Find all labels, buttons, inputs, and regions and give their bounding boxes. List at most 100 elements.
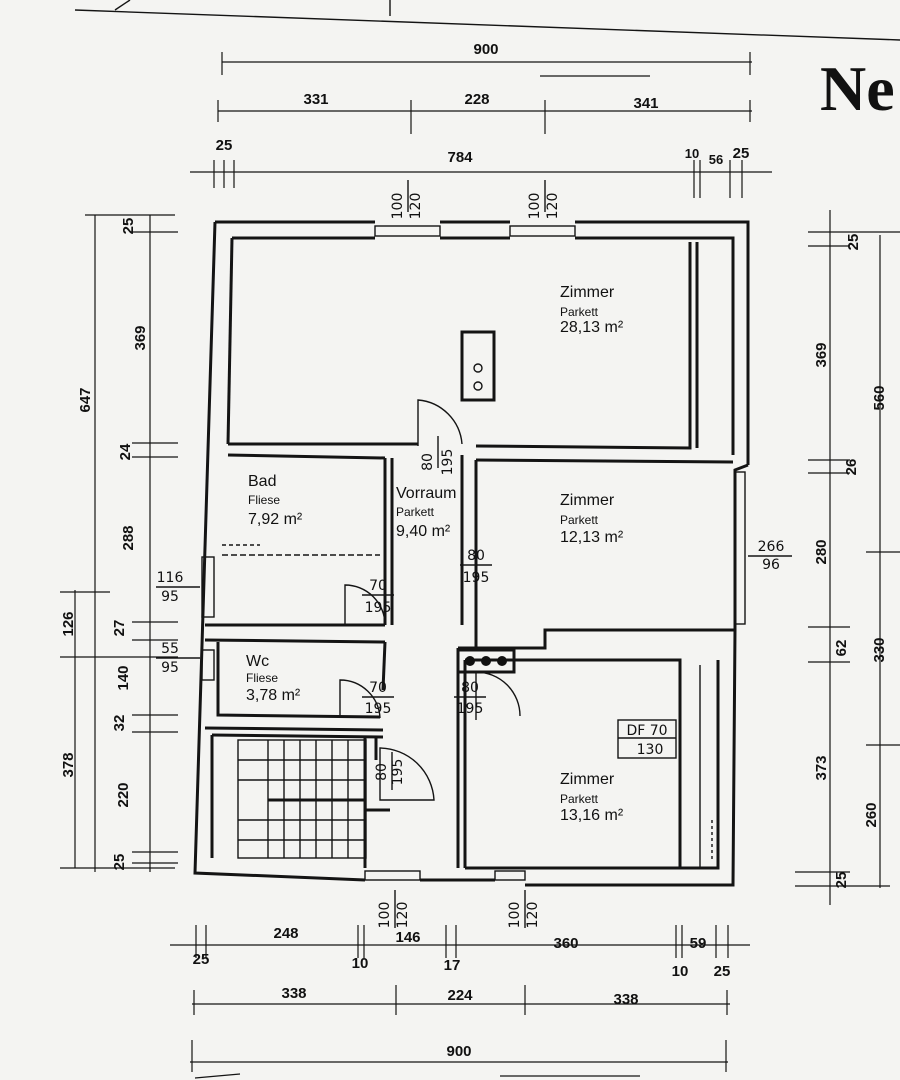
svg-text:195: 195	[365, 600, 392, 616]
window-label-top2: 100 120	[527, 180, 561, 219]
dim-right-25a: 25	[845, 234, 862, 251]
svg-text:100: 100	[527, 193, 543, 220]
window-label-bottom2: 100 120	[507, 890, 541, 928]
svg-text:120: 120	[408, 193, 424, 220]
svg-text:96: 96	[762, 557, 780, 573]
svg-text:195: 195	[463, 570, 490, 586]
svg-text:120: 120	[525, 902, 541, 929]
sheet-border-top	[74, 0, 900, 41]
svg-text:120: 120	[545, 193, 561, 220]
dim-right-260: 260	[863, 802, 880, 827]
svg-text:80: 80	[461, 680, 479, 696]
svg-text:Zimmer: Zimmer	[560, 492, 615, 509]
dim-left-647: 647	[77, 387, 94, 412]
svg-text:Parkett: Parkett	[396, 505, 435, 519]
room-label-bad: Bad Fliese 7,92 m²	[248, 473, 303, 528]
room-label-wc: Wc Fliese 3,78 m²	[246, 653, 301, 704]
dim-top-seg2: 228	[464, 91, 489, 108]
built-in-cabinet	[699, 665, 713, 868]
dim-left-369: 369	[132, 325, 149, 350]
door-label-room2: 80 195	[460, 548, 492, 586]
svg-text:Parkett: Parkett	[560, 305, 599, 319]
window-label-wc: 55 95	[156, 641, 200, 676]
svg-text:Fliese: Fliese	[248, 493, 280, 507]
dim-bottom-59: 59	[690, 935, 707, 952]
dim-bottom-224: 224	[447, 987, 473, 1004]
svg-text:95: 95	[161, 589, 179, 605]
dim-top-left-small: 25	[216, 137, 233, 154]
dim-bottom-338a: 338	[281, 985, 306, 1002]
dim-left-126: 126	[60, 611, 77, 636]
dim-top-inner: 784	[447, 149, 473, 166]
dim-bottom-248: 248	[273, 925, 298, 942]
dim-bottom-10a: 10	[352, 955, 369, 972]
door-label-room1: 80 195	[420, 436, 456, 475]
dim-right-560: 560	[871, 385, 888, 410]
chimney	[460, 330, 496, 402]
svg-text:266: 266	[758, 539, 785, 555]
dim-bottom-146: 146	[395, 929, 420, 946]
dim-left-25b: 25	[111, 854, 128, 871]
dim-right-26: 26	[843, 459, 860, 476]
dim-bottom-17: 17	[444, 957, 461, 974]
dim-left-288: 288	[120, 525, 137, 550]
svg-text:195: 195	[457, 701, 484, 717]
dim-top-seg3: 341	[633, 95, 658, 112]
dim-right-373: 373	[813, 755, 830, 780]
dim-right-330: 330	[871, 637, 888, 662]
svg-text:80: 80	[467, 548, 485, 564]
top-dimension-lines	[190, 52, 772, 198]
dim-top-small-a: 10	[685, 146, 699, 161]
window-label-bad: 116 95	[156, 570, 200, 605]
dim-left-32: 32	[111, 715, 128, 732]
roof-window-label: DF 70 130	[617, 719, 677, 759]
dim-top-total: 900	[473, 41, 498, 58]
dim-left-140: 140	[115, 665, 132, 690]
dim-right-62: 62	[833, 640, 850, 657]
svg-text:195: 195	[365, 701, 392, 717]
svg-text:195: 195	[440, 449, 456, 476]
svg-text:80: 80	[374, 763, 390, 781]
svg-text:Zimmer: Zimmer	[560, 284, 615, 301]
dim-bottom-25b: 25	[714, 963, 731, 980]
svg-text:Fliese: Fliese	[246, 671, 278, 685]
svg-text:28,13 m²: 28,13 m²	[560, 319, 624, 336]
door-label-bad: 70 195	[362, 578, 394, 616]
dim-right-369: 369	[813, 342, 830, 367]
svg-text:70: 70	[369, 578, 387, 594]
dim-left-378: 378	[60, 752, 77, 777]
dim-bottom-total: 900	[446, 1043, 471, 1060]
svg-text:3,78 m²: 3,78 m²	[246, 687, 301, 704]
dim-bottom-10b: 10	[672, 963, 689, 980]
door-label-room3: 80 195	[454, 680, 486, 717]
dim-bottom-25a: 25	[193, 951, 210, 968]
door-label-stair: 80 195	[374, 752, 406, 790]
bottom-dimension-lines	[170, 925, 750, 1079]
svg-text:Zimmer: Zimmer	[560, 771, 615, 788]
radiator-symbols	[456, 648, 516, 674]
left-dimension-lines	[60, 214, 178, 872]
right-dimension-lines	[795, 210, 900, 905]
window-marks	[201, 225, 746, 881]
svg-text:70: 70	[369, 680, 387, 696]
svg-text:195: 195	[390, 759, 406, 786]
svg-text:100: 100	[377, 902, 393, 929]
svg-text:Parkett: Parkett	[560, 792, 599, 806]
svg-text:Wc: Wc	[246, 653, 269, 670]
svg-text:116: 116	[157, 570, 184, 586]
dim-left-27: 27	[111, 620, 128, 637]
window-label-top1: 100 120	[390, 180, 424, 219]
svg-text:120: 120	[395, 902, 411, 929]
window-label-bottom1: 100 120	[377, 890, 411, 928]
svg-text:100: 100	[390, 193, 406, 220]
svg-text:9,40 m²: 9,40 m²	[396, 523, 451, 540]
svg-text:130: 130	[637, 742, 664, 758]
dim-top-seg1: 331	[303, 91, 328, 108]
dim-right-25b: 25	[833, 872, 850, 889]
room-label-zimmer-2: Zimmer Parkett 12,13 m²	[560, 492, 624, 546]
dim-top-small-b: 56	[709, 152, 723, 167]
svg-text:Parkett: Parkett	[560, 513, 599, 527]
dim-bottom-338b: 338	[613, 991, 638, 1008]
svg-text:55: 55	[161, 641, 179, 657]
